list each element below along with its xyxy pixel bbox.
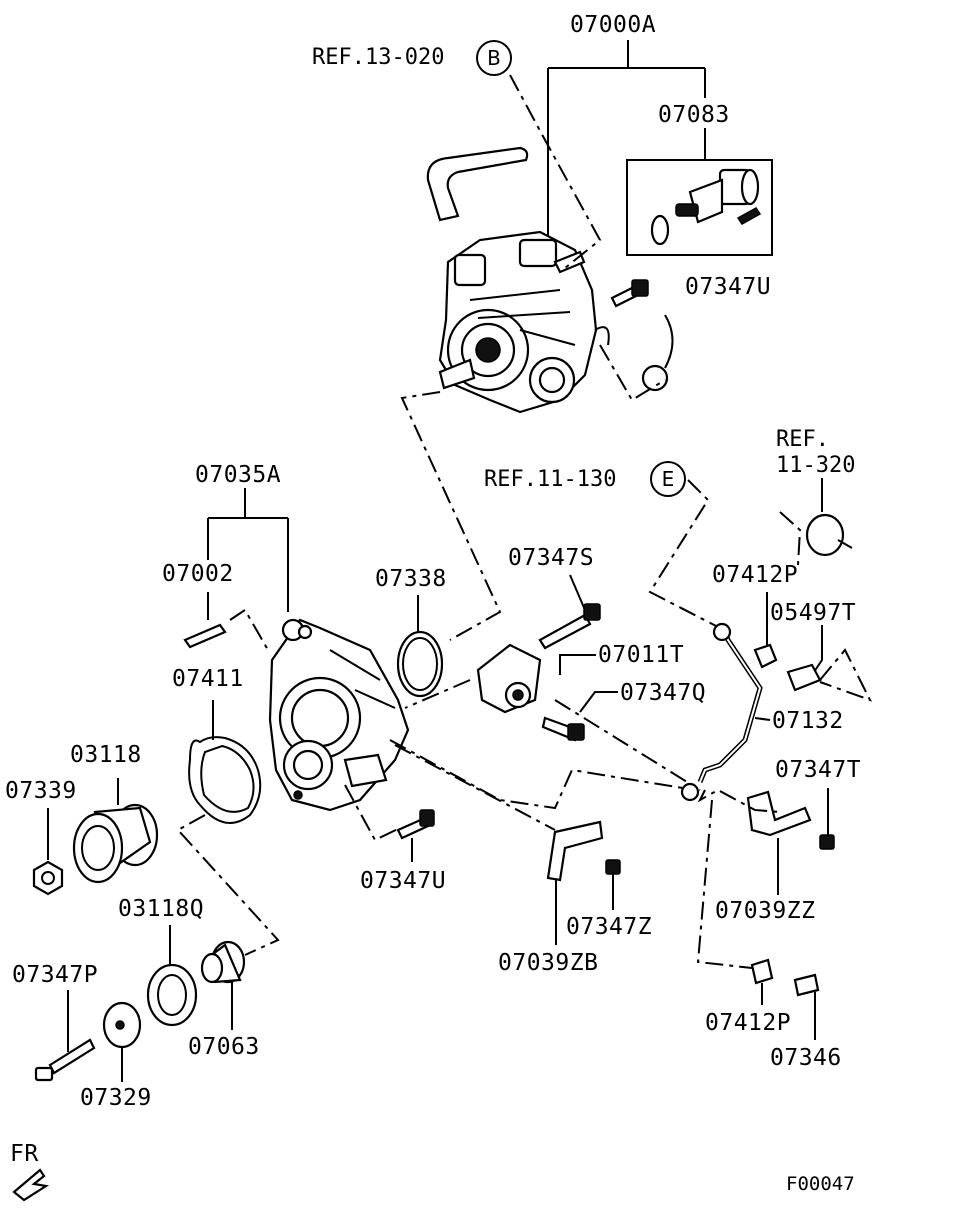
ref-11-320-dash (779, 511, 802, 566)
nut-07339 (32, 860, 64, 896)
sensor-wire (664, 314, 674, 369)
figure-code: F00047 (786, 1173, 855, 1195)
label-07063: 07063 (188, 1034, 260, 1060)
gear-03118 (72, 778, 159, 884)
sensor-ref-11-320 (805, 513, 845, 557)
dowel-leader (229, 608, 269, 651)
label-07338: 07338 (375, 566, 447, 592)
label-07347Z: 07347Z (566, 914, 653, 940)
leader-5 (344, 784, 401, 842)
ref-label-11-320-line2: 11-320 (776, 453, 856, 478)
label-07412P-bottom: 07412P (705, 1010, 792, 1036)
label-07347Q: 07347Q (620, 680, 707, 706)
label-07411: 07411 (172, 666, 244, 692)
label-07132: 07132 (772, 708, 844, 734)
leader-3 (554, 699, 701, 791)
label-07347U-top: 07347U (685, 274, 772, 300)
label-03118Q: 03118Q (118, 896, 205, 922)
bushing-07063 (200, 940, 246, 1030)
bolt-07347U-top (610, 279, 649, 308)
label-07083: 07083 (658, 102, 730, 128)
label-07035A: 07035A (195, 462, 282, 488)
ref-label-11-320-line1: REF. (776, 427, 829, 452)
label-07347S: 07347S (508, 545, 595, 571)
gasket-07411 (188, 736, 262, 824)
detail-box-07083 (626, 128, 773, 256)
ref-label-13-020: REF.13-020 (312, 45, 445, 70)
label-05497T: 05497T (770, 600, 857, 626)
bolt-leader-07347S (569, 574, 586, 611)
leader-2 (389, 739, 696, 810)
leader-4 (394, 744, 556, 831)
ref-circle-e: E (650, 461, 686, 497)
fuel-hose (426, 146, 529, 222)
bolt-07347Z (605, 859, 621, 875)
bolt-07347S (538, 613, 592, 650)
clamp-07412P-bottom (750, 958, 774, 985)
ref-e-leader (648, 479, 721, 629)
front-arrow-icon (12, 1168, 50, 1202)
label-07329: 07329 (80, 1085, 152, 1111)
label-03118: 03118 (70, 742, 142, 768)
bolt-leader-07347Q (579, 691, 618, 713)
label-07412P-top: 07412P (712, 562, 799, 588)
label-07347T: 07347T (775, 757, 862, 783)
gear-leader (176, 814, 280, 956)
pump-to-bracket-leader (400, 391, 502, 641)
sensor-connector (641, 364, 669, 392)
ref-label-11-130: REF.11-130 (484, 467, 617, 492)
label-07039ZB: 07039ZB (498, 950, 599, 976)
pipe-leader (697, 788, 781, 813)
ref-b-leader (509, 74, 602, 269)
label-07000A: 07000A (570, 12, 657, 38)
label-07347U-bottom: 07347U (360, 868, 447, 894)
bolt-07347P (34, 990, 96, 1082)
gear-03118Q (146, 925, 198, 1027)
bracket-07039ZB (546, 820, 604, 945)
dowel-pin-07002 (183, 623, 227, 649)
leader-1 (404, 679, 471, 709)
injection-pipe-07132 (697, 624, 763, 783)
label-07002: 07002 (162, 561, 234, 587)
front-label: FR (10, 1141, 39, 1167)
sensor-ref-leader (819, 648, 873, 702)
label-07011T: 07011T (598, 642, 685, 668)
bolt-07346 (793, 973, 820, 997)
coupling-07011T (476, 643, 596, 714)
label-07347P: 07347P (12, 962, 99, 988)
assembly-bracket-07000A (547, 40, 706, 240)
sensor-05497T (786, 663, 822, 692)
bracket-07035A-lines (207, 488, 289, 620)
o-ring-07338 (396, 630, 444, 698)
bracket-07039ZZ (746, 790, 812, 895)
label-07346: 07346 (770, 1045, 842, 1071)
pump-bracket (268, 618, 410, 812)
pipe-down-leader (696, 799, 753, 969)
bolt-07347T (819, 834, 835, 850)
label-07039ZZ: 07039ZZ (715, 898, 816, 924)
clamp-07412P-top (753, 643, 778, 669)
label-07339: 07339 (5, 778, 77, 804)
ref-circle-b: B (476, 40, 512, 76)
high-pressure-pump (438, 230, 610, 414)
